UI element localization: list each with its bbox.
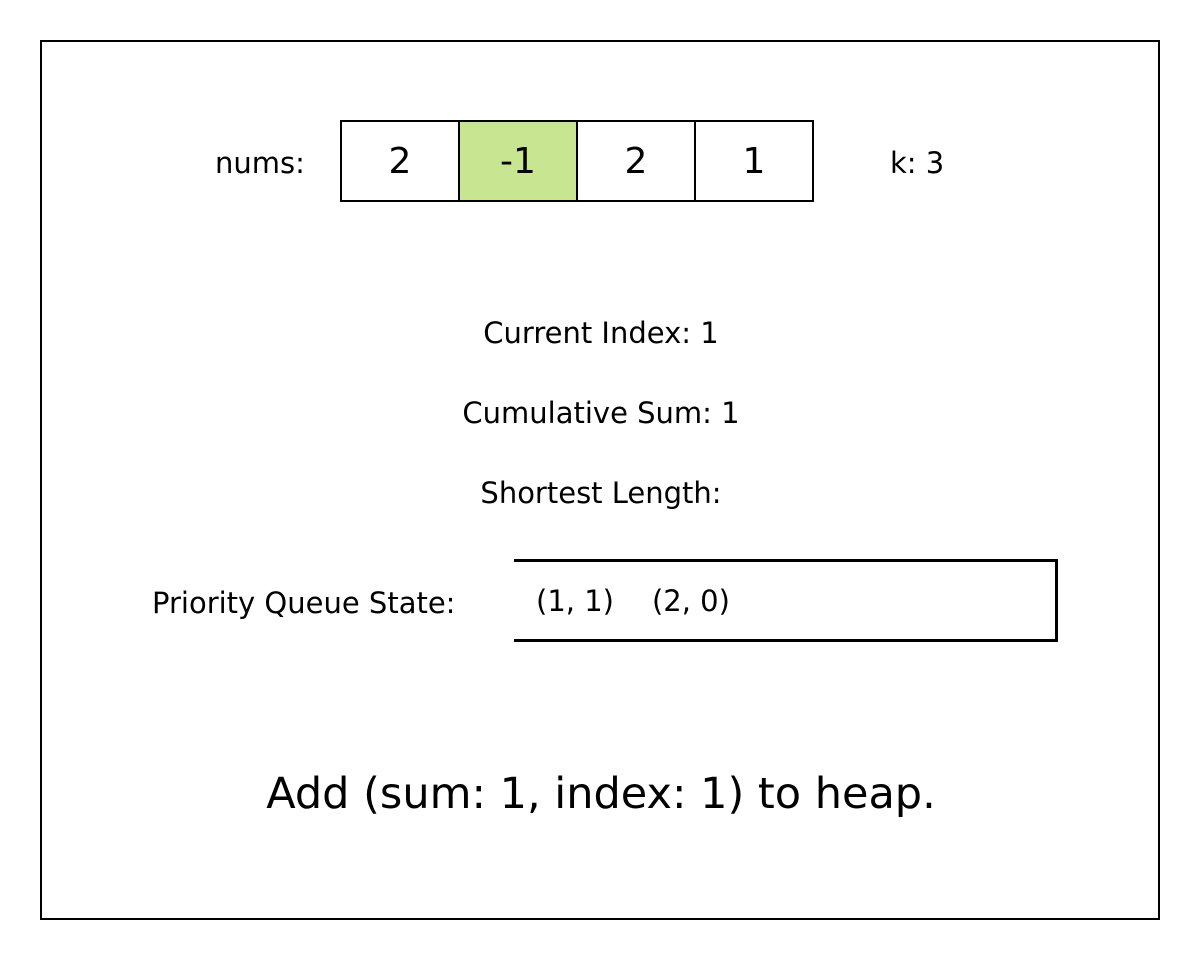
diagram-frame	[40, 40, 1160, 920]
nums-label: nums:	[215, 146, 305, 180]
array-cell-3: 1	[694, 120, 814, 202]
priority-queue-label: Priority Queue State:	[152, 586, 456, 620]
array-cell-2: 2	[576, 120, 696, 202]
shortest-length-text: Shortest Length:	[480, 476, 722, 510]
k-value-label: k: 3	[890, 146, 945, 180]
current-index-text: Current Index: 1	[483, 316, 719, 350]
priority-queue-item-0: (1, 1)	[536, 583, 614, 618]
array-cell-0: 2	[340, 120, 460, 202]
priority-queue-box: (1, 1) (2, 0)	[514, 559, 1058, 642]
priority-queue-item-1: (2, 0)	[651, 583, 730, 618]
cumulative-sum-text: Cumulative Sum: 1	[462, 396, 740, 430]
step-message: Add (sum: 1, index: 1) to heap.	[266, 769, 936, 819]
nums-array: 2 -1 2 1	[340, 120, 814, 202]
array-cell-1: -1	[458, 120, 578, 202]
